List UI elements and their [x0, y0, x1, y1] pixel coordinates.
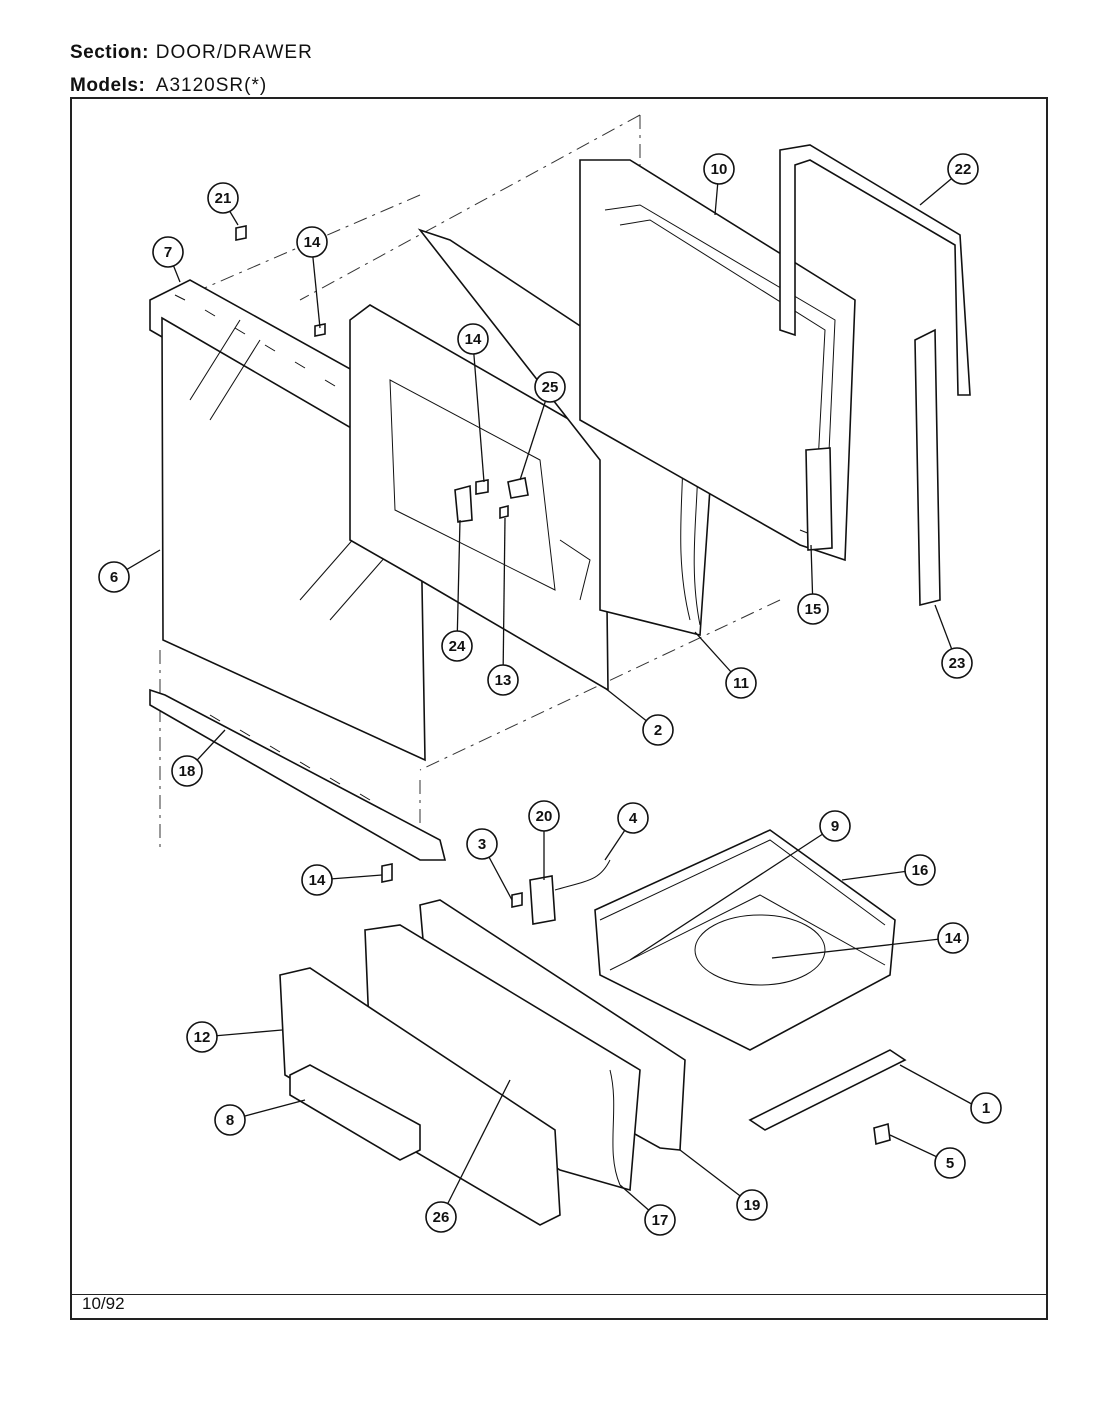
callout: 5: [934, 1147, 966, 1179]
callout: 15: [797, 593, 829, 625]
door-bottom-trim: [149, 688, 447, 861]
callout: 19: [736, 1189, 768, 1221]
callout: 20: [528, 800, 560, 832]
callout: 18: [171, 755, 203, 787]
callout-label: 19: [744, 1197, 761, 1214]
callout: 1: [970, 1092, 1002, 1124]
callout-label: 3: [478, 836, 486, 853]
callout-label: 17: [652, 1212, 669, 1229]
callout: 13: [487, 664, 519, 696]
callout: 4: [617, 802, 649, 834]
callout-label: 22: [955, 161, 972, 178]
outer-door-glass: [161, 316, 426, 762]
callout-label: 10: [711, 161, 728, 178]
callout-label: 6: [110, 569, 118, 586]
callout-label: 24: [449, 638, 466, 655]
callout-label: 11: [733, 675, 749, 692]
drawer-handle: [289, 1064, 421, 1161]
callout: 9: [819, 810, 851, 842]
callout: 7: [152, 236, 184, 268]
callout-label: 9: [831, 818, 839, 835]
callout: 2: [642, 714, 674, 746]
callout-label: 14: [465, 331, 482, 348]
callout: 24: [441, 630, 473, 662]
callout-label: 12: [194, 1029, 211, 1046]
models-label: Models:: [70, 75, 146, 96]
callout-label: 14: [309, 872, 326, 889]
diagram-frame: [70, 97, 1048, 1320]
callout: 17: [644, 1204, 676, 1236]
callout-label: 13: [495, 672, 512, 689]
callout-label: 23: [949, 655, 966, 672]
section-label: Section:: [70, 42, 149, 63]
drawer-box: [594, 829, 896, 1051]
callout-label: 21: [215, 190, 232, 207]
callout-label: 25: [542, 379, 559, 396]
callout-label: 18: [179, 763, 196, 780]
section-header: Section: DOOR/DRAWER: [70, 42, 313, 64]
footer-divider: [70, 1294, 1048, 1295]
callout: 6: [98, 561, 130, 593]
callout: 25: [534, 371, 566, 403]
callout: 14: [296, 226, 328, 258]
callout: 26: [425, 1201, 457, 1233]
door-gasket: [779, 144, 971, 396]
callout: 22: [947, 153, 979, 185]
callout-label: 1: [982, 1100, 990, 1117]
callout-label: 4: [629, 810, 638, 827]
callout: 16: [904, 854, 936, 886]
callout: 14: [301, 864, 333, 896]
drawer-slide: [748, 1049, 907, 1131]
callout: 14: [937, 922, 969, 954]
drawer-stop: [873, 1122, 891, 1146]
callout-label: 15: [805, 601, 822, 618]
callout: 3: [466, 828, 498, 860]
callout-label: 26: [433, 1209, 450, 1226]
callout: 21: [207, 182, 239, 214]
callout: 10: [703, 153, 735, 185]
callout-label: 14: [304, 234, 321, 251]
drawer-front-panel: [279, 967, 561, 1226]
models-header: Models: A3120SR(*): [70, 75, 267, 97]
models-value: A3120SR(*): [155, 75, 268, 96]
callout-label: 16: [912, 862, 929, 879]
callout: 23: [941, 647, 973, 679]
callout-label: 8: [226, 1112, 234, 1129]
side-trim: [914, 328, 941, 607]
callout-label: 7: [164, 244, 172, 261]
callout: 12: [186, 1021, 218, 1053]
callout-label: 2: [654, 722, 662, 739]
callout: 11: [725, 667, 757, 699]
section-value: DOOR/DRAWER: [155, 42, 313, 63]
callout-label: 20: [536, 808, 553, 825]
callout-label: 5: [946, 1155, 954, 1172]
callout: 8: [214, 1104, 246, 1136]
revision-date: 10/92: [82, 1294, 125, 1313]
callout-label: 14: [945, 930, 962, 947]
callout: 14: [457, 323, 489, 355]
